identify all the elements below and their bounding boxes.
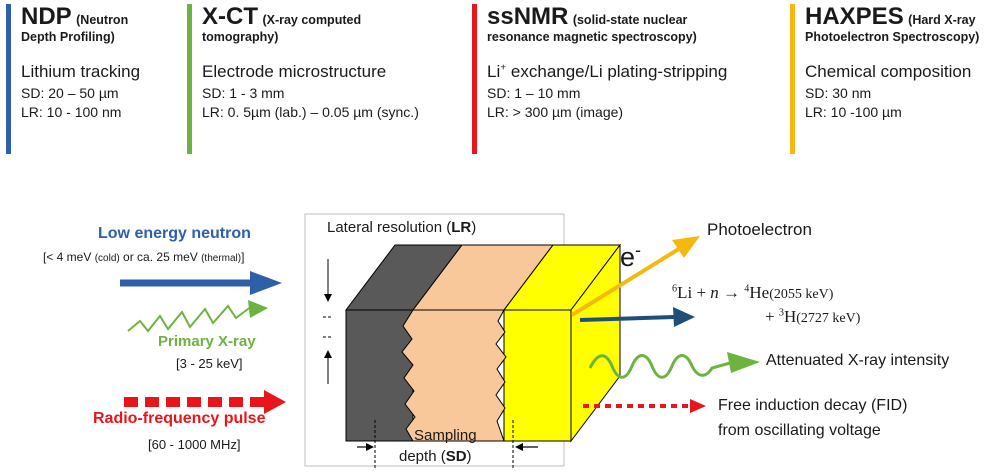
- technique-abbr: X-CT: [202, 3, 258, 30]
- technique-name-cont: Photoelectron Spectroscopy): [805, 30, 980, 45]
- fid-arrow: [583, 399, 706, 413]
- technique-name-cont: tomography): [202, 30, 279, 45]
- lateral-resolution-marker: [323, 259, 333, 384]
- sampling-depth-label-line1: Sampling: [414, 427, 477, 444]
- technique-name: (solid-state nuclear: [572, 13, 688, 27]
- li-symbol: Li: [487, 62, 501, 82]
- technique-property: Electrode microstructure: [202, 62, 387, 82]
- helium-symbol: He: [749, 283, 770, 302]
- xray-title: Primary X-ray: [158, 333, 256, 350]
- sd-label-text: depth (: [399, 448, 446, 465]
- lateral-resolution: LR: > 300 µm (image): [487, 104, 624, 121]
- lateral-resolution-label: Lateral resolution (LR): [327, 219, 476, 236]
- lr-label-text: ): [471, 219, 477, 236]
- li-charge: +: [500, 62, 507, 74]
- panel-title: HAXPES (Hard X-ray Photoelectron Spectro…: [805, 4, 1002, 44]
- reaction-text: Li +: [677, 283, 711, 302]
- neutron-range-text: [< 4 meV: [43, 250, 95, 264]
- technique-name: (Hard X-ray: [908, 13, 976, 27]
- lateral-resolution: LR: 10 - 100 nm: [21, 104, 122, 121]
- sampling-depth-label-line2: depth (SD): [399, 448, 472, 465]
- panel-haxpes: HAXPES (Hard X-ray Photoelectron Spectro…: [790, 4, 1002, 154]
- technique-name-cont: Depth Profiling): [21, 30, 115, 45]
- block-front-dark: [345, 309, 414, 442]
- block-front-mid: [401, 309, 507, 442]
- fid-label-line1: Free induction decay (FID): [718, 397, 908, 414]
- attenuated-xray-wave: [588, 352, 760, 379]
- panel-ndp: NDP (Neutron Depth Profiling) Lithium tr…: [6, 4, 176, 154]
- neutron-title: Low energy neutron: [98, 225, 251, 242]
- sampling-depth: SD: 30 nm: [805, 85, 872, 102]
- tritium-energy: (2727 keV): [796, 311, 861, 326]
- sd-label-text: ): [466, 448, 472, 465]
- attenuated-xray-label: Attenuated X-ray intensity: [766, 352, 950, 369]
- incoming-xray-wave: [127, 300, 268, 333]
- isotope-mass: 3: [778, 307, 784, 319]
- technique-abbr: HAXPES: [805, 3, 904, 30]
- xray-energy-range: [3 - 25 keV]: [176, 356, 243, 371]
- sampling-depth-marker: [357, 420, 538, 468]
- fid-label-line2: from oscillating voltage: [718, 422, 881, 439]
- neutron-thermal-text: (thermal): [201, 253, 242, 264]
- neutron-energy-range: [< 4 meV (cold) or ca. 25 meV (thermal)]: [43, 250, 244, 264]
- photoelectron-arrow: [570, 236, 700, 317]
- technique-property: Chemical composition: [805, 62, 972, 82]
- incoming-rf-arrow: [124, 390, 286, 414]
- lateral-resolution: LR: 10 -100 µm: [805, 104, 902, 121]
- helium-energy: (2055 keV): [769, 287, 834, 302]
- nuclear-reaction-line1: 6Li + n → 4He(2055 keV): [672, 283, 833, 303]
- outgoing-neutron-arrow: [579, 307, 695, 327]
- panel-ssnmr: ssNMR (solid-state nuclear resonance mag…: [472, 4, 772, 154]
- incoming-neutron-arrow: [120, 271, 282, 295]
- neutron-cold-text: (cold): [94, 253, 120, 264]
- property-text: exchange/Li plating-stripping: [506, 62, 728, 82]
- lateral-resolution: LR: 0. 5µm (lab.) – 0.05 µm (sync.): [202, 104, 419, 121]
- sampling-depth: SD: 20 – 50 µm: [21, 85, 119, 102]
- panel-title: ssNMR (solid-state nuclear resonance mag…: [487, 4, 772, 44]
- neutron-symbol: n: [710, 283, 719, 302]
- lr-label-text: Lateral resolution (: [327, 219, 452, 236]
- nuclear-reaction-line2: + 3H(2727 keV): [765, 307, 860, 327]
- technique-name: (Neutron: [76, 13, 129, 27]
- reaction-text: +: [765, 307, 779, 326]
- sd-label-abbr: SD: [445, 448, 467, 465]
- sampling-depth: SD: 1 - 3 mm: [202, 85, 285, 102]
- technique-abbr: ssNMR: [487, 3, 569, 30]
- neutron-range-text: or ca. 25 meV: [119, 250, 202, 264]
- panel-title: X-CT (X-ray computed tomography): [202, 4, 457, 44]
- electron-symbol: e-: [620, 240, 641, 273]
- electron-letter: e: [620, 242, 636, 272]
- technique-abbr: NDP: [21, 3, 72, 30]
- rf-frequency-range: [60 - 1000 MHz]: [148, 437, 241, 452]
- reaction-arrow: →: [718, 283, 745, 302]
- neutron-range-text: ]: [241, 250, 245, 264]
- technique-name-cont: resonance magnetic spectroscopy): [487, 30, 697, 45]
- rf-title: Radio-frequency pulse: [93, 410, 266, 427]
- panel-xct: X-CT (X-ray computed tomography) Electro…: [187, 4, 457, 154]
- block-front-yellow: [503, 309, 572, 442]
- photoelectron-label: Photoelectron: [707, 220, 812, 239]
- electron-charge: -: [635, 240, 642, 260]
- panel-title: NDP (Neutron Depth Profiling): [21, 4, 176, 44]
- sampling-depth: SD: 1 – 10 mm: [487, 85, 581, 102]
- lr-label-abbr: LR: [451, 219, 472, 236]
- technique-property: Li+ exchange/Li plating-stripping: [487, 62, 772, 82]
- technique-property: Lithium tracking: [21, 62, 141, 82]
- isotope-mass: 6: [672, 283, 678, 295]
- tritium-symbol: H: [783, 307, 797, 326]
- isotope-mass: 4: [744, 283, 750, 295]
- technique-name: (X-ray computed: [262, 13, 362, 27]
